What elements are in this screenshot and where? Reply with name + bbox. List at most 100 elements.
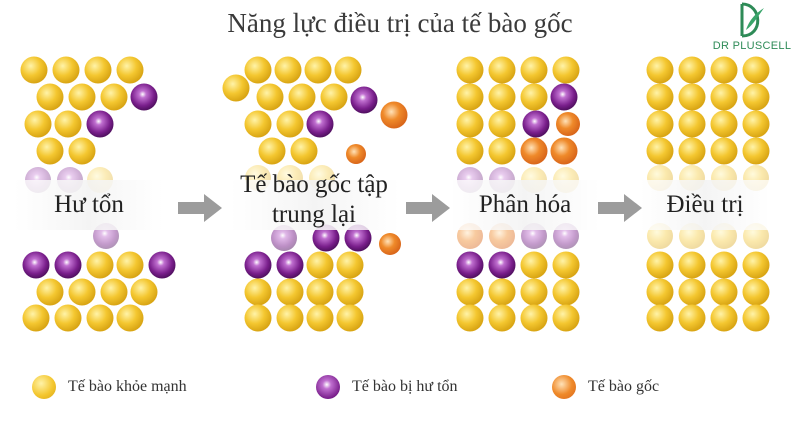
healthy-cell-stage4-15 [742, 137, 770, 165]
healthy-cell-stage2-1 [274, 56, 302, 84]
healthy-cell-stage4-11 [742, 110, 770, 138]
label-band-3 [450, 180, 600, 230]
healthy-cell-stage1-28 [86, 304, 114, 332]
damaged-cell-stage2-12 [306, 110, 334, 138]
healthy-cell-stage1-3 [116, 56, 144, 84]
healthy-cell-stage1-26 [22, 304, 50, 332]
healthy-cell-stage3-3 [552, 56, 580, 84]
damaged-cell-stage1-7 [130, 83, 158, 111]
healthy-cell-stage1-0 [20, 56, 48, 84]
process-arrow-3 [598, 194, 642, 222]
healthy-cell-stage2-4 [222, 74, 250, 102]
healthy-cell-stage2-11 [276, 110, 304, 138]
healthy-cell-stage4-35 [742, 304, 770, 332]
healthy-cell-stage3-29 [488, 278, 516, 306]
stage-label-1: Hư tổn [54, 191, 124, 218]
brand-logo-text: DR PLUSCELL [712, 40, 792, 52]
healthy-cell-stage4-29 [678, 278, 706, 306]
healthy-cell-stage2-2 [304, 56, 332, 84]
healthy-cell-stage3-34 [520, 304, 548, 332]
healthy-cell-stage2-27 [244, 278, 272, 306]
healthy-cell-stage4-33 [678, 304, 706, 332]
healthy-cell-stage2-14 [290, 137, 318, 165]
healthy-cell-stage4-1 [678, 56, 706, 84]
healthy-cell-stage2-26 [336, 251, 364, 279]
brand-logo: DR PLUSCELL [704, 0, 800, 72]
legend-damaged-swatch [316, 375, 340, 399]
healthy-cell-stage2-13 [258, 137, 286, 165]
damaged-cell-stage1-21 [148, 251, 176, 279]
stem-cell-stage2-9 [380, 101, 408, 129]
healthy-cell-stage3-31 [552, 278, 580, 306]
healthy-cell-stage2-29 [306, 278, 334, 306]
healthy-cell-stage1-1 [52, 56, 80, 84]
healthy-cell-stage4-9 [678, 110, 706, 138]
damaged-cell-stage1-17 [22, 251, 50, 279]
legend-damaged-label: Tế bào bị hư tổn [352, 378, 458, 395]
healthy-cell-stage3-33 [488, 304, 516, 332]
healthy-cell-stage3-2 [520, 56, 548, 84]
healthy-cell-stage2-32 [276, 304, 304, 332]
legend-healthy-swatch [32, 375, 56, 399]
healthy-cell-stage3-28 [456, 278, 484, 306]
healthy-cell-stage1-9 [54, 110, 82, 138]
healthy-cell-stage2-34 [336, 304, 364, 332]
label-band-4 [640, 180, 770, 230]
healthy-cell-stage2-10 [244, 110, 272, 138]
healthy-cell-stage3-12 [456, 137, 484, 165]
healthy-cell-stage4-4 [646, 83, 674, 111]
healthy-cell-stage1-6 [100, 83, 128, 111]
healthy-cell-stage3-8 [456, 110, 484, 138]
diagram-title: Năng lực điều trị của tế bào gốc [227, 8, 573, 38]
process-arrow-2 [406, 194, 450, 222]
healthy-cell-stage4-27 [742, 251, 770, 279]
damaged-cell-stage2-23 [244, 251, 272, 279]
healthy-cell-stage1-11 [36, 137, 64, 165]
healthy-cell-stage2-28 [276, 278, 304, 306]
healthy-cell-stage3-30 [520, 278, 548, 306]
legend-healthy-label: Tế bào khỏe mạnh [68, 378, 187, 395]
healthy-cell-stage2-30 [336, 278, 364, 306]
damaged-cell-stage3-10 [522, 110, 550, 138]
healthy-cell-stage3-27 [552, 251, 580, 279]
healthy-cell-stage4-3 [742, 56, 770, 84]
damaged-cell-stage3-7 [550, 83, 578, 111]
healthy-cell-stage3-13 [488, 137, 516, 165]
legend-healthy: Tế bào khỏe mạnh [32, 372, 187, 402]
healthy-cell-stage2-31 [244, 304, 272, 332]
stem-cell-stage3-15 [550, 137, 578, 165]
leaf-logo-icon [740, 2, 764, 38]
healthy-cell-stage4-24 [646, 251, 674, 279]
stem-cell-stage3-11 [556, 112, 580, 136]
healthy-cell-stage4-12 [646, 137, 674, 165]
healthy-cell-stage4-10 [710, 110, 738, 138]
healthy-cell-stage1-22 [36, 278, 64, 306]
healthy-cell-stage4-13 [678, 137, 706, 165]
healthy-cell-stage1-12 [68, 137, 96, 165]
damaged-cell-stage2-19 [271, 225, 297, 251]
damaged-cell-stage1-18 [54, 251, 82, 279]
healthy-cell-stage3-0 [456, 56, 484, 84]
stem-cell-stage2-15 [346, 144, 366, 164]
stem-cell-stage3-14 [520, 137, 548, 165]
legend-damaged: Tế bào bị hư tổn [316, 372, 458, 402]
label-band-1 [14, 180, 164, 230]
process-arrow-1 [178, 194, 222, 222]
stage-label-4: Điều trị [666, 191, 744, 218]
label-band-2 [230, 180, 400, 230]
damaged-cell-stage2-24 [276, 251, 304, 279]
stage-label-3: Phân hóa [478, 191, 572, 218]
healthy-cell-stage4-6 [710, 83, 738, 111]
healthy-cell-stage1-27 [54, 304, 82, 332]
healthy-cell-stage3-9 [488, 110, 516, 138]
healthy-cell-stage1-5 [68, 83, 96, 111]
healthy-cell-stage1-25 [130, 278, 158, 306]
legend-stem: Tế bào gốc [552, 372, 659, 402]
damaged-cell-stage2-21 [344, 224, 372, 252]
damaged-cell-stage2-8 [350, 86, 378, 114]
healthy-cell-stage3-32 [456, 304, 484, 332]
healthy-cell-stage4-26 [710, 251, 738, 279]
damaged-cell-stage3-24 [456, 251, 484, 279]
healthy-cell-stage2-33 [306, 304, 334, 332]
